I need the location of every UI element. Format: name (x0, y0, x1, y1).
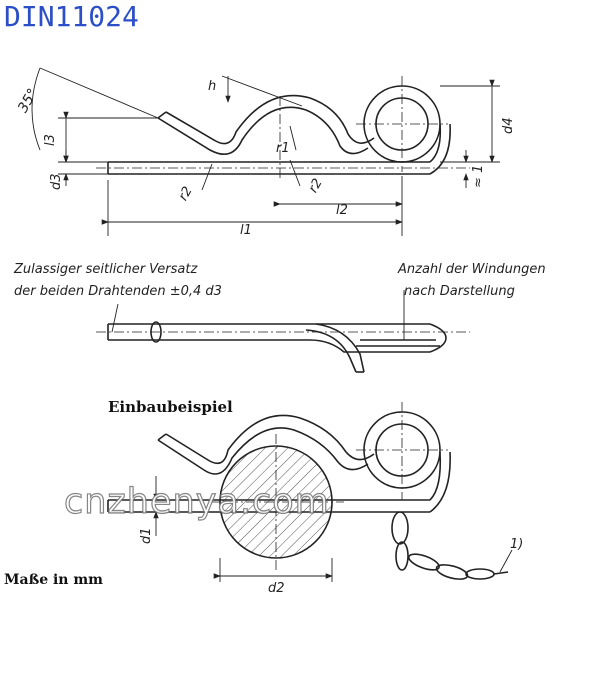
approx-1-label: ≈ 1 (471, 165, 486, 188)
units-label: Maße in mm (4, 572, 103, 588)
installation-example-heading: Einbaubeispiel (108, 398, 233, 416)
installation-labels: d1 d2 1) (139, 527, 523, 596)
d3-label: d3 (49, 173, 64, 190)
h-label: h (208, 79, 216, 94)
installation-example (107, 402, 509, 580)
l1-label: l1 (240, 223, 252, 238)
angle-label: 35° (15, 86, 41, 116)
page-title: DIN11024 (4, 0, 139, 33)
offset-note-line1: Zulassiger seitlicher Versatz (14, 262, 198, 277)
d1-label: d1 (139, 527, 154, 544)
side-view (96, 290, 470, 373)
l2-label: l2 (336, 203, 348, 218)
installation-dimensions (108, 476, 513, 582)
d4-label: d4 (501, 117, 516, 134)
top-dimensions (31, 67, 500, 236)
l3-label: l3 (43, 134, 58, 146)
watermark-text: cnzhenya.com (63, 481, 330, 522)
r2-left-label: r2 (176, 184, 196, 203)
windings-note-line1: Anzahl der Windungen (398, 262, 546, 277)
r1-label: r1 (276, 141, 290, 156)
r2-mid-label: r2 (306, 176, 326, 195)
footnote-one-label: 1) (510, 537, 523, 552)
top-view (96, 76, 470, 180)
d2-label: d2 (268, 581, 285, 596)
offset-note-line2: der beiden Drahtenden ±0,4 d3 (14, 284, 222, 299)
windings-note-line2: nach Darstellung (404, 284, 515, 299)
